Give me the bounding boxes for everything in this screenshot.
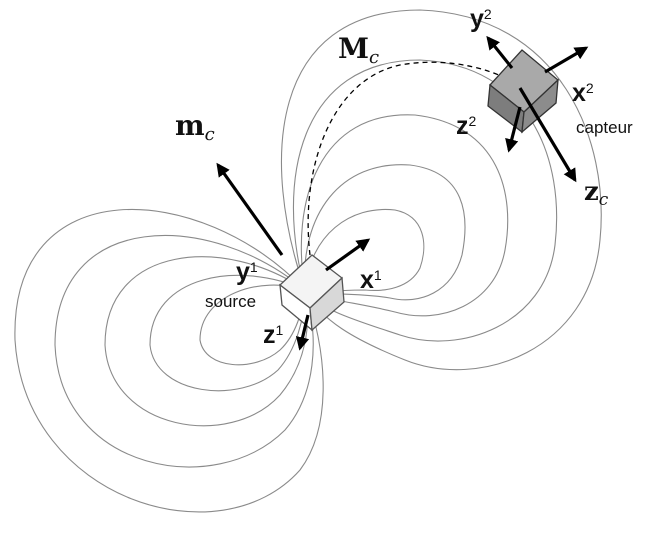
y2-label: y2 [470, 5, 492, 33]
field-line [280, 9, 602, 371]
sensor-axis-symbol: z [584, 177, 599, 207]
field-line [54, 235, 314, 468]
y2-symbol: y [470, 5, 484, 33]
sensor-axis-subscript: c [599, 190, 609, 210]
field-line [149, 274, 306, 392]
svg-text:Mc: Mc [338, 32, 379, 68]
source-moment-subscript: c [205, 124, 215, 145]
source-name-label: source [205, 292, 256, 311]
x1-symbol: x [360, 266, 374, 294]
z1-axis-arrow [296, 314, 310, 351]
x1-subscript: 1 [374, 267, 382, 283]
sensor-axis-label: zc [584, 177, 609, 210]
source-moment-arrow [216, 162, 284, 256]
x2-subscript: 2 [586, 80, 594, 96]
y2-axis-arrow [486, 35, 514, 69]
y1-label: y1 [236, 258, 258, 286]
x2-symbol: x [572, 79, 586, 107]
field-line [300, 114, 509, 317]
svg-text:zc: zc [584, 177, 609, 210]
x1-axis-arrow [325, 238, 371, 272]
field-line [304, 208, 425, 292]
source-moment-label: mc [175, 109, 215, 145]
sensor-cube [487, 49, 559, 134]
sensor-name-label: capteur [576, 118, 633, 137]
y1-subscript: 1 [250, 259, 258, 275]
field-lines-right-lobes [280, 9, 602, 371]
z2-symbol: z [456, 112, 469, 140]
sensor-moment-label: Mc [338, 32, 379, 68]
z1-subscript: 1 [276, 322, 284, 338]
svg-text:mc: mc [175, 109, 215, 145]
sensor-moment-symbol: M [338, 32, 369, 65]
sensor-moment-subscript: c [369, 47, 379, 68]
z2-label: z2 [456, 112, 477, 140]
sensor-axis-arrow [518, 87, 577, 183]
x1-label: x1 [360, 266, 382, 294]
z2-axis-arrow [505, 106, 522, 153]
y1-symbol: y [236, 258, 250, 286]
field-lines-left-lobes [14, 208, 324, 513]
field-line [14, 208, 324, 513]
y2-subscript: 2 [484, 6, 492, 22]
field-line [104, 256, 309, 427]
source-moment-symbol: m [175, 109, 205, 142]
z2-subscript: 2 [469, 113, 477, 129]
field-line [304, 164, 466, 301]
z1-symbol: z [263, 321, 276, 349]
field-line [199, 284, 306, 366]
source-cube [278, 254, 345, 332]
source-to-sensor-path [307, 61, 526, 256]
x2-label: x2 [572, 79, 594, 107]
x2-axis-arrow [544, 46, 589, 74]
field-line [292, 59, 558, 342]
z1-label: z1 [263, 321, 284, 349]
